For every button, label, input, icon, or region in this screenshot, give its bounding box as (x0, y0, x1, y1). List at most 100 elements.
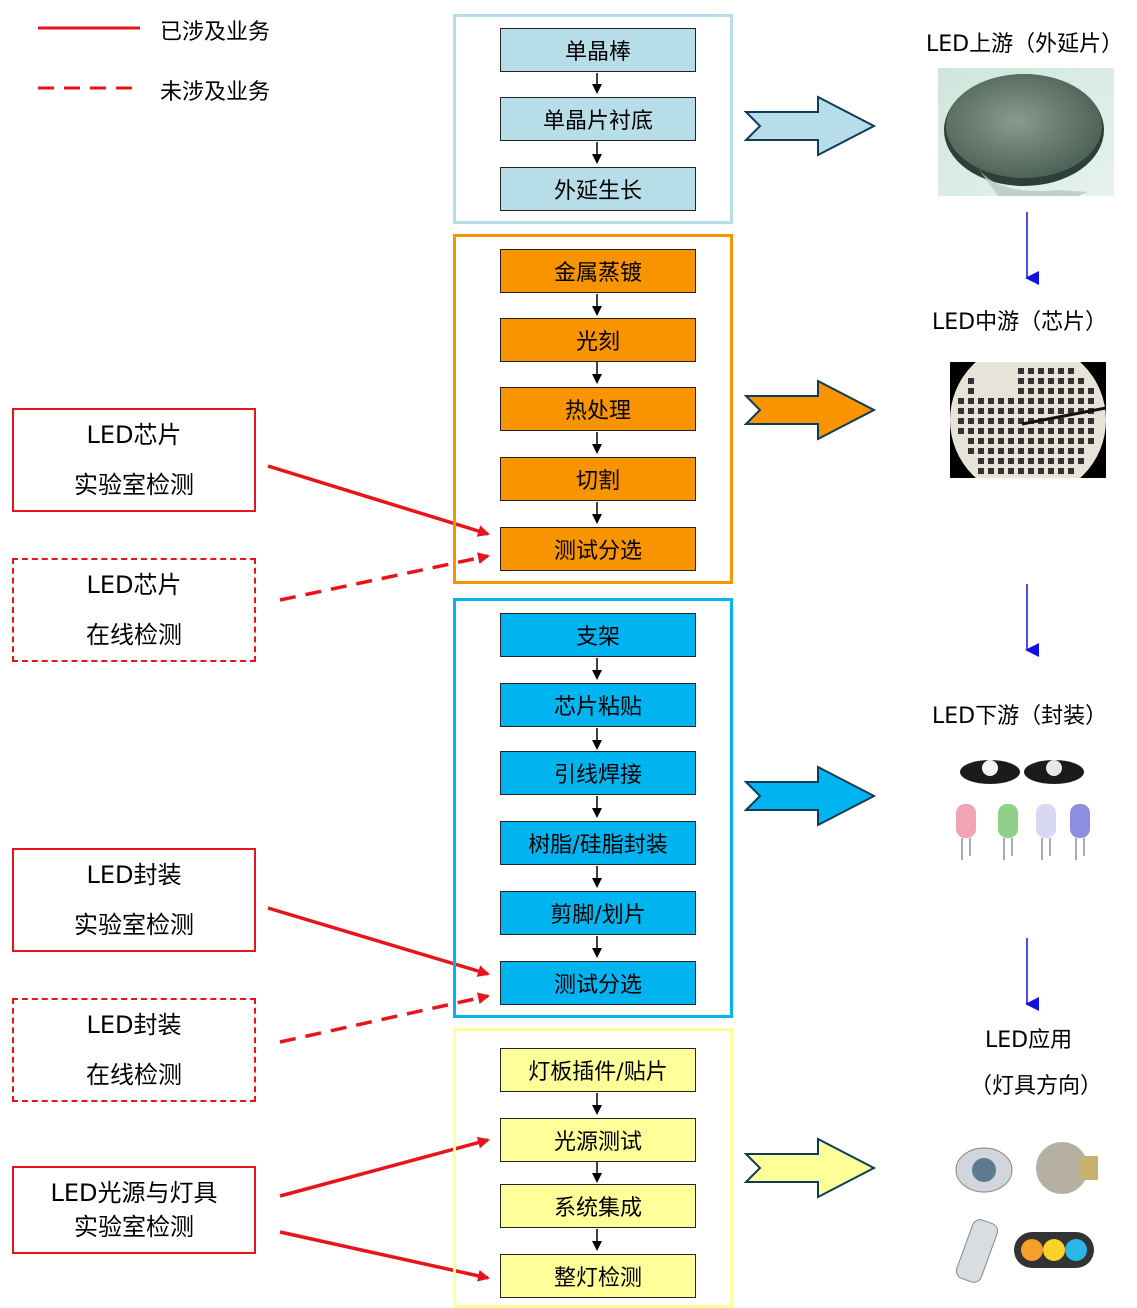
chip-die (1018, 408, 1024, 414)
chip-die (1058, 388, 1064, 394)
chip-die (1028, 428, 1034, 434)
chip-die (1068, 458, 1074, 464)
chip-die (988, 418, 994, 424)
chip-die (1028, 458, 1034, 464)
chip-die (1088, 388, 1094, 394)
chip-die (1028, 448, 1034, 454)
chip-die (1028, 398, 1034, 404)
chip-die (1008, 408, 1014, 414)
chip-die (968, 398, 974, 404)
chip-die (1058, 438, 1064, 444)
chip-die (1008, 448, 1014, 454)
chip-die (1038, 388, 1044, 394)
chip-die (1068, 468, 1074, 474)
callout-lamp-lab: LED光源与灯具 实验室检测 (12, 1166, 256, 1254)
chip-die (1018, 428, 1024, 434)
step-light-source-test: 光源测试 (500, 1118, 696, 1162)
chip-die (978, 398, 984, 404)
chip-die (1048, 378, 1054, 384)
chip-die (1038, 458, 1044, 464)
application-sublabel: （灯具方向） (970, 1068, 1102, 1100)
chip-die (978, 438, 984, 444)
chip-die (1028, 368, 1034, 374)
chip-die (1078, 388, 1084, 394)
chip-die (1028, 388, 1034, 394)
chip-die (1048, 448, 1054, 454)
chip-die (998, 418, 1004, 424)
chip-die (1058, 448, 1064, 454)
chip-die (1088, 438, 1094, 444)
callout-chip-online: LED芯片 在线检测 (12, 558, 256, 662)
application-label: LED应用 (985, 1022, 1072, 1054)
chip-die (1008, 438, 1014, 444)
chip-die (978, 428, 984, 434)
chip-die (1078, 378, 1084, 384)
chip-die (1058, 458, 1064, 464)
chip-die (1068, 438, 1074, 444)
chip-die (1048, 428, 1054, 434)
step-single-crystal-rod: 单晶棒 (500, 28, 696, 72)
chip-die (1038, 468, 1044, 474)
chip-die (978, 418, 984, 424)
chip-die (968, 388, 974, 394)
step-bracket: 支架 (500, 613, 696, 657)
chip-die (1038, 378, 1044, 384)
callout-package-lab-line1: LED封装 (86, 860, 181, 890)
chip-die (1018, 378, 1024, 384)
step-wire-bonding: 引线焊接 (500, 751, 696, 795)
step-trim-singulation: 剪脚/划片 (500, 891, 696, 935)
chip-die (1088, 428, 1094, 434)
chip-die (1038, 408, 1044, 414)
chip-die (998, 408, 1004, 414)
chip-die (1038, 428, 1044, 434)
callout-lamp-lab-line2: 实验室检测 (74, 1212, 194, 1242)
chip-die (988, 448, 994, 454)
chip-die (1038, 448, 1044, 454)
callout-lamp-lab-line1: LED光源与灯具 (50, 1178, 217, 1208)
step-lamp-inspection: 整灯检测 (500, 1254, 696, 1298)
chip-die (1048, 368, 1054, 374)
step-heat-treatment: 热处理 (500, 387, 696, 431)
chip-die (1058, 428, 1064, 434)
chip-die (1008, 418, 1014, 424)
callout-chip-lab-line1: LED芯片 (86, 420, 181, 450)
chip-die (958, 428, 964, 434)
chip-die (1008, 458, 1014, 464)
chip-die (998, 458, 1004, 464)
chip-die (1068, 388, 1074, 394)
chip-die (978, 458, 984, 464)
step-lithography: 光刻 (500, 318, 696, 362)
led-package-photo (950, 752, 1096, 866)
callout-chip-online-line1: LED芯片 (86, 570, 181, 600)
stage4-output-arrow (746, 1139, 874, 1197)
chip-die (988, 458, 994, 464)
chip-die (988, 438, 994, 444)
chip-die (998, 448, 1004, 454)
chip-die (1008, 428, 1014, 434)
chip-die (1018, 458, 1024, 464)
chip-die (998, 468, 1004, 474)
chip-die (998, 428, 1004, 434)
step-encapsulation: 树脂/硅脂封装 (500, 821, 696, 865)
chip-die (1018, 438, 1024, 444)
step-dicing: 切割 (500, 457, 696, 501)
chip-die (1048, 408, 1054, 414)
chip-die (1048, 388, 1054, 394)
chip-die (998, 398, 1004, 404)
chip-die (1038, 368, 1044, 374)
chip-die (1058, 398, 1064, 404)
chip-die (958, 418, 964, 424)
chip-die (1018, 388, 1024, 394)
chip-die (968, 448, 974, 454)
chip-die (1008, 398, 1014, 404)
callout-package-lab-line2: 实验室检测 (74, 910, 194, 940)
legend-not-covered-label: 未涉及业务 (160, 74, 270, 106)
lamp-products-photo (950, 1136, 1100, 1296)
chip-die (1078, 438, 1084, 444)
chip-die (988, 468, 994, 474)
chip-die (1088, 418, 1094, 424)
chip-die (968, 438, 974, 444)
step-epitaxial-growth: 外延生长 (500, 167, 696, 211)
chip-die (1058, 418, 1064, 424)
chip-die (1018, 398, 1024, 404)
